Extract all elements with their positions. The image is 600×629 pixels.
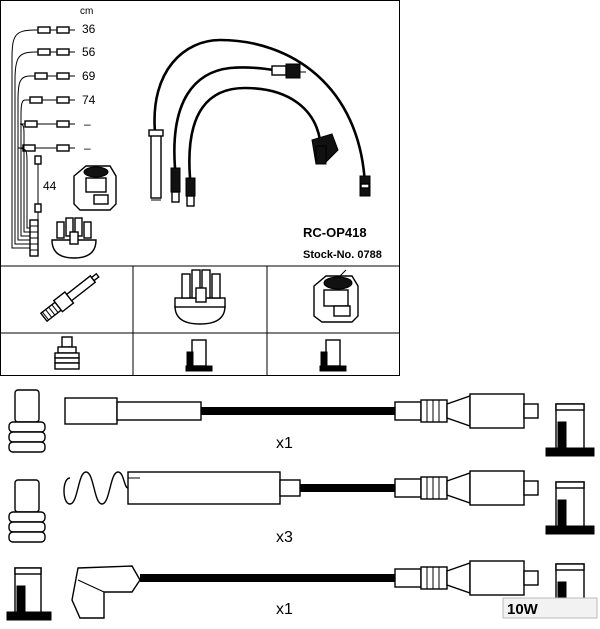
- plug-boot-2: [185, 177, 196, 207]
- length-4: 74: [82, 93, 96, 107]
- cable-2-quantity: x3: [276, 529, 293, 546]
- cable-1-plug-terminal: [8, 389, 46, 453]
- cable-row-3: 69: [30, 69, 96, 83]
- length-2: 56: [82, 45, 96, 59]
- cable-3-quantity: x1: [276, 601, 293, 618]
- length-7: 44: [43, 179, 57, 193]
- cable-2-right-end: [394, 470, 539, 506]
- plug-terminal-icon: [54, 336, 80, 370]
- plug-boot-3: [359, 175, 371, 197]
- angled-boot: [311, 133, 339, 165]
- cable-row-4: 74: [25, 93, 96, 107]
- watermark: 10W: [502, 597, 598, 619]
- cable-3-cap-terminal: [6, 567, 52, 621]
- kit-part-number: RC-OP418: [303, 225, 367, 240]
- cable-row-5: –: [20, 117, 91, 131]
- distributor-cap-small: [51, 217, 97, 259]
- cable-type-1: x1: [8, 389, 595, 457]
- parts-table-frame: [0, 0, 400, 376]
- cable-3-right-end: [394, 560, 539, 596]
- watermark-text: 10W: [507, 601, 539, 618]
- length-1: 36: [82, 22, 96, 36]
- unit-label: cm: [80, 6, 93, 17]
- cable-1-right-end: [394, 393, 539, 429]
- coil-terminal-icon: [319, 339, 347, 372]
- cable-3-angled-boot: [71, 565, 141, 619]
- inline-connector: [271, 63, 306, 79]
- distributor-cap-icon: [174, 269, 226, 325]
- cable-1-coil-terminal: [545, 403, 595, 457]
- cable-row-2: 56: [35, 45, 96, 59]
- cable-row-6: –: [18, 141, 91, 155]
- cable-1-quantity: x1: [276, 435, 293, 452]
- cable-type-3: x1: [6, 560, 595, 621]
- cap-terminal-icon: [185, 339, 213, 372]
- plug-boot-1: [170, 167, 181, 203]
- ignition-coil-icon: [313, 269, 359, 323]
- cable-2-plug-terminal: [8, 479, 46, 543]
- cable-2-coil-terminal: [545, 481, 595, 535]
- cable-row-7: 44: [34, 155, 57, 213]
- kit-stock-number: Stock-No. 0788: [303, 249, 382, 261]
- length-6: –: [84, 141, 91, 155]
- length-3: 69: [82, 69, 96, 83]
- ignition-coil-small: [73, 165, 117, 211]
- cable-type-2: x3: [8, 470, 595, 546]
- cable-set-drawing: [148, 38, 371, 207]
- spark-plug-icon: [39, 272, 100, 323]
- coil-boot-rod: [148, 129, 164, 201]
- cable-row-1: 36: [35, 22, 96, 36]
- length-5: –: [84, 117, 91, 131]
- length-list: 36 56 69 74 – –: [11, 22, 96, 257]
